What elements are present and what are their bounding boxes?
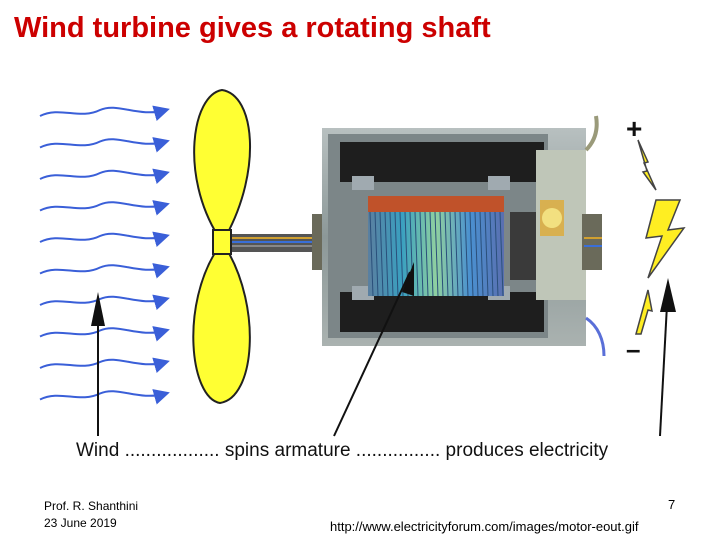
- coil-winding: [454, 211, 459, 297]
- coil-winding: [374, 211, 379, 297]
- wind-line: [39, 389, 170, 405]
- diagram-caption: Wind .................. spins armature .…: [76, 440, 609, 461]
- coil-winding: [489, 211, 494, 297]
- coil-winding: [369, 211, 374, 297]
- page-number: 7: [668, 497, 676, 512]
- footer-credits: Prof. R. Shanthini 23 June 2019: [44, 498, 138, 532]
- source-url: http://www.electricityforum.com/images/m…: [330, 519, 639, 534]
- wind-line: [39, 231, 170, 247]
- propeller-icon: [192, 88, 251, 405]
- coil-winding: [414, 211, 419, 297]
- coil-winding: [459, 211, 464, 297]
- wind-lines-icon: [39, 105, 170, 405]
- coil-winding: [469, 211, 474, 297]
- wind-line: [39, 357, 170, 373]
- wind-line: [39, 263, 170, 279]
- wind-line: [39, 200, 170, 216]
- wind-line: [39, 294, 170, 310]
- coil-winding: [444, 211, 449, 297]
- minus-symbol: –: [626, 334, 640, 364]
- shaft: [226, 214, 328, 270]
- coil-winding: [424, 211, 429, 297]
- lightning-icon: [635, 139, 686, 335]
- coil-winding: [384, 211, 389, 297]
- coil-winding: [494, 211, 499, 297]
- wind-line: [39, 105, 170, 121]
- coil-winding: [389, 211, 394, 297]
- coil-winding: [484, 211, 489, 297]
- wind-line: [39, 137, 170, 153]
- coil-winding: [399, 211, 404, 297]
- coil-winding: [464, 211, 469, 297]
- slide-title: Wind turbine gives a rotating shaft: [14, 12, 491, 44]
- coil-winding: [379, 211, 384, 297]
- coil-winding: [499, 211, 504, 297]
- coil-winding: [434, 211, 439, 297]
- wind-line: [39, 326, 170, 342]
- motor-icon: [322, 115, 606, 357]
- plus-symbol: +: [626, 113, 642, 144]
- pointer-arrows: [91, 262, 676, 437]
- author-name: Prof. R. Shanthini: [44, 499, 139, 513]
- coil-winding: [394, 211, 399, 297]
- coil-winding: [419, 211, 424, 297]
- coil-winding: [479, 211, 484, 297]
- wind-line: [39, 168, 170, 184]
- coil-winding: [429, 211, 434, 297]
- slide-date: 23 June 2019: [44, 516, 117, 530]
- coil-winding: [449, 211, 454, 297]
- coil-winding: [474, 211, 479, 297]
- coil-winding: [439, 211, 444, 297]
